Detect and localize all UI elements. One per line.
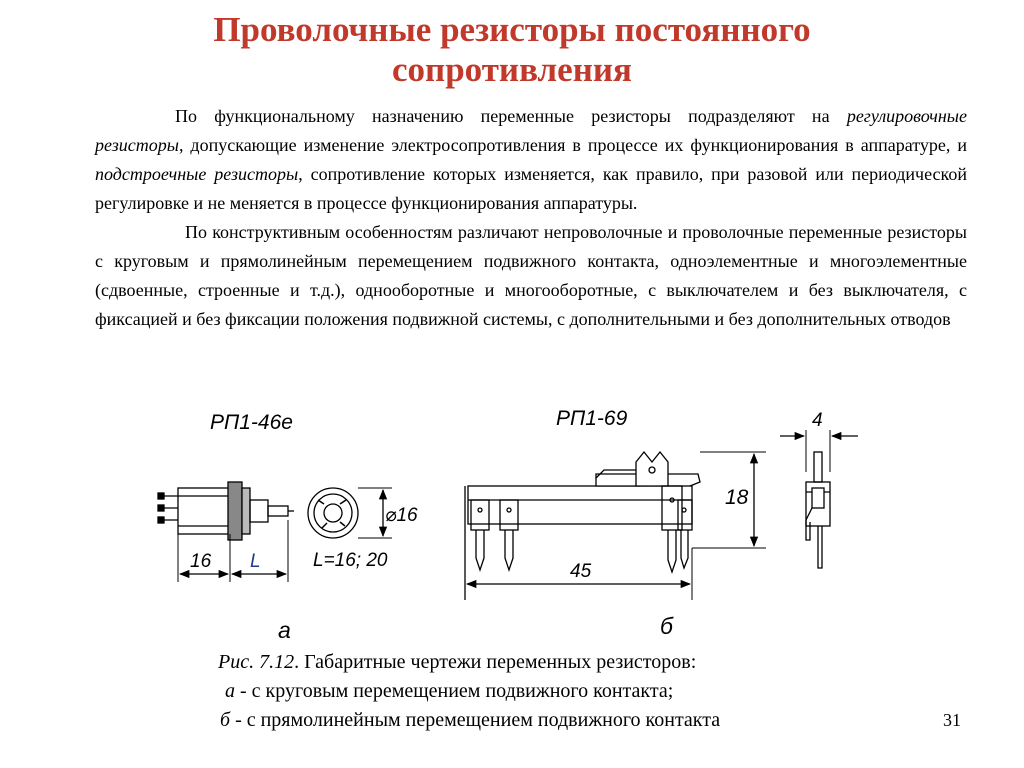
caption-text-a: - с круговым перемещением подвижного кон… bbox=[235, 680, 674, 702]
paragraph-functional: По функциональному назначению переменные… bbox=[95, 102, 967, 218]
paragraph-constructive: По конструктивным особенностям различают… bbox=[95, 222, 967, 329]
paragraph-1-text-3: , сопротивление которых изменяется, как … bbox=[95, 164, 967, 213]
dim-18: 18 bbox=[725, 486, 749, 509]
caption-line-1: Рис. 7.12. Габаритные чертежи переменных… bbox=[218, 648, 838, 677]
dim-diameter: ⌀16 bbox=[385, 505, 418, 526]
resistor-rp1-46e-side-view bbox=[157, 481, 294, 582]
caption-figure-number: Рис. 7.12 bbox=[218, 651, 295, 673]
paragraph-1-text-2: , допускающие изменение электросопротивл… bbox=[178, 135, 967, 155]
dim-L-values: L=16; 20 bbox=[313, 550, 388, 571]
page-number: 31 bbox=[943, 710, 961, 730]
caption-text-b: - с прямолинейным перемещением подвижног… bbox=[230, 709, 721, 731]
figure-caption: Рис. 7.12. Габаритные чертежи переменных… bbox=[218, 648, 838, 735]
caption-letter-b: б bbox=[220, 709, 231, 731]
resistor-rp1-69-side-view bbox=[780, 430, 858, 569]
figure-label-a: а bbox=[278, 617, 291, 643]
paragraph-1-text-1: По функциональному назначению переменные… bbox=[175, 106, 847, 126]
term-regulating-resistors: регулировочные резисторы bbox=[95, 106, 967, 155]
slide-title: Проволочные резисторы постоянного сопрот… bbox=[0, 10, 1024, 90]
body-text: По функциональному назначению переменные… bbox=[95, 102, 967, 334]
resistor-rp1-69-front-view bbox=[464, 450, 766, 600]
title-line-1: Проволочные резисторы постоянного bbox=[213, 10, 811, 49]
dim-16-left: 16 bbox=[190, 551, 212, 572]
model-label-rp1-46e: РП1-46е bbox=[210, 411, 293, 434]
term-trimmer-resistors: подстроечные резисторы bbox=[95, 164, 299, 184]
figure-label-b: б bbox=[660, 613, 673, 639]
model-label-rp1-69: РП1-69 bbox=[556, 407, 628, 430]
dim-4: 4 bbox=[812, 410, 823, 431]
caption-title: . Габаритные чертежи переменных резистор… bbox=[294, 651, 697, 673]
dim-L: L bbox=[250, 551, 261, 572]
caption-line-3: б - с прямолинейным перемещением подвижн… bbox=[218, 706, 838, 735]
caption-line-2: а - с круговым перемещением подвижного к… bbox=[218, 677, 838, 706]
dim-45: 45 bbox=[570, 561, 592, 582]
title-line-2: сопротивления bbox=[392, 50, 632, 89]
caption-letter-a: а bbox=[225, 680, 235, 702]
resistor-rp1-46e-front-view bbox=[307, 487, 392, 539]
